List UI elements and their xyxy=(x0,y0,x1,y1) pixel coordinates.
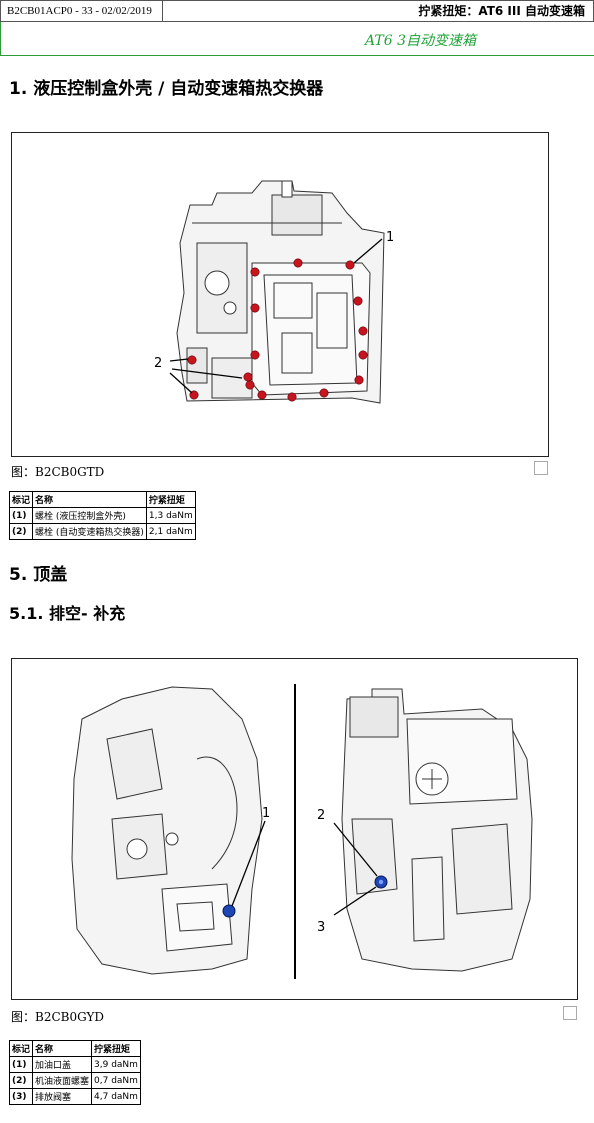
section-5-title: 5. 顶盖 xyxy=(9,565,68,585)
fill-cap-marker xyxy=(222,904,236,918)
table-header-row: 标记 名称 拧紧扭矩 xyxy=(8,1040,141,1057)
transmission-drawing-2: 1 2 3 xyxy=(71,684,533,979)
callout-2: 2 xyxy=(317,808,325,823)
table-cell: 排放阀塞 xyxy=(32,1088,93,1105)
column-header: 拧紧扭矩 xyxy=(91,1040,141,1057)
table-row: (2) 机油液面螺塞 0,7 daNm xyxy=(8,1072,141,1089)
table-cell: 3,9 daNm xyxy=(91,1056,141,1073)
column-header: 拧紧扭矩 xyxy=(145,491,196,508)
column-header: 标记 xyxy=(8,491,34,508)
column-header: 名称 xyxy=(32,491,147,508)
table-cell: 1,3 daNm xyxy=(145,507,196,524)
section-5-1-title: 5.1. 排空- 补充 xyxy=(9,604,126,623)
table-cell: (2) xyxy=(8,523,34,540)
column-header: 名称 xyxy=(32,1040,93,1057)
table-row: (2) 螺栓 (自动变速箱热交换器) 2,1 daNm xyxy=(8,523,196,540)
table-cell: (3) xyxy=(8,1088,34,1105)
figure-caption-2: 图：B2CB0GYD xyxy=(11,1010,105,1024)
callout-1: 1 xyxy=(386,230,394,245)
table-cell: (2) xyxy=(8,1072,34,1089)
document-reference: B2CB01ACP0 - 33 - 02/02/2019 xyxy=(0,0,163,22)
document-title: 拧紧扭矩：AT6 III 自动变速箱 xyxy=(163,0,594,22)
transmission-drawing-1: 1 2 xyxy=(154,180,394,404)
figure-checkbox-1[interactable] xyxy=(534,461,548,475)
section-1-title: 1. 液压控制盒外壳 / 自动变速箱热交换器 xyxy=(9,79,324,99)
table-cell: 0,7 daNm xyxy=(91,1072,141,1089)
callout-1: 1 xyxy=(262,806,270,821)
figure-hydraulic-housing: 1 2 xyxy=(11,132,549,457)
callout-2: 2 xyxy=(154,356,162,371)
table-cell: 4,7 daNm xyxy=(91,1088,141,1105)
column-header: 标记 xyxy=(8,1040,34,1057)
table-cell: (1) xyxy=(8,1056,34,1073)
table-cell: 螺栓 (液压控制盒外壳) xyxy=(32,507,147,524)
table-cell: 机油液面螺塞 xyxy=(32,1072,93,1089)
page-header: B2CB01ACP0 - 33 - 02/02/2019 拧紧扭矩：AT6 II… xyxy=(0,0,594,57)
figure-caption-1: 图：B2CB0GTD xyxy=(11,465,105,479)
model-name: AT6 3自动变速箱 xyxy=(0,22,594,56)
table-row: (1) 螺栓 (液压控制盒外壳) 1,3 daNm xyxy=(8,507,196,524)
callout-3: 3 xyxy=(317,920,325,935)
table-cell: 2,1 daNm xyxy=(145,523,196,540)
bolt-markers xyxy=(187,258,368,402)
torque-table-2: 标记 名称 拧紧扭矩 (1) 加油口盖 3,9 daNm (2) 机油液面螺塞 … xyxy=(8,1040,141,1105)
table-header-row: 标记 名称 拧紧扭矩 xyxy=(8,491,196,508)
table-cell: 螺栓 (自动变速箱热交换器) xyxy=(32,523,147,540)
table-cell: (1) xyxy=(8,507,34,524)
table-row: (3) 排放阀塞 4,7 daNm xyxy=(8,1088,141,1105)
table-row: (1) 加油口盖 3,9 daNm xyxy=(8,1056,141,1073)
torque-table-1: 标记 名称 拧紧扭矩 (1) 螺栓 (液压控制盒外壳) 1,3 daNm (2)… xyxy=(8,491,196,540)
figure-checkbox-2[interactable] xyxy=(563,1006,577,1020)
table-cell: 加油口盖 xyxy=(32,1056,93,1073)
figure-drain-fill: 1 2 3 xyxy=(11,658,578,1000)
